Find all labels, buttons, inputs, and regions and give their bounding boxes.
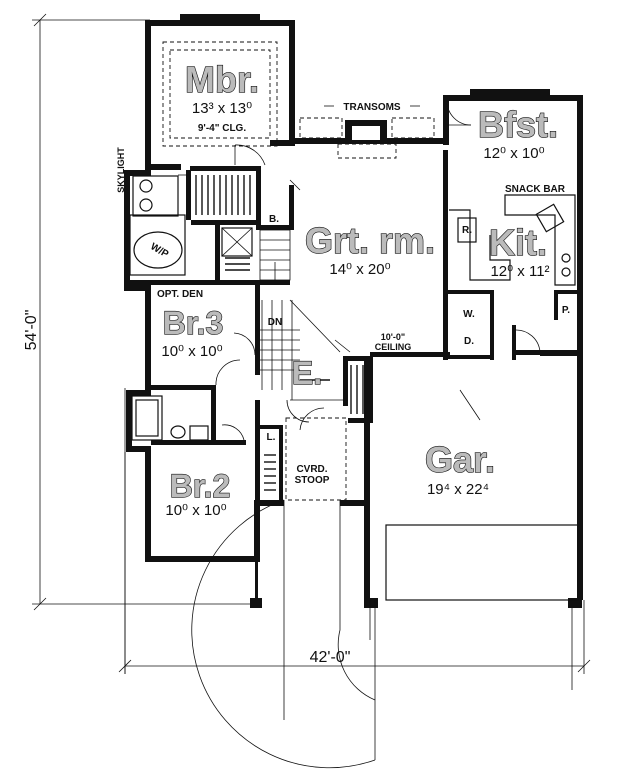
depth-dimension: 54'-0" [23, 13, 260, 611]
interior-walls [130, 140, 579, 505]
room-note-mbr: 9'-4" CLG. [198, 123, 246, 134]
annotations: TRANSOMS SNACK BAR SKYLIGHT W/P OPT. DEN… [116, 102, 570, 486]
wp-label: W/P [148, 241, 170, 260]
ceiling-height-label: 10'-0" [381, 332, 405, 342]
width-dimension-label: 42'-0" [310, 649, 351, 666]
doors [124, 100, 573, 769]
stoop-label-1: CVRD. [296, 464, 327, 475]
skylight-label: SKYLIGHT [116, 147, 126, 193]
room-name-entry: E. [292, 355, 322, 391]
d-label: D. [464, 336, 474, 347]
depth-dimension-label: 54'-0" [23, 310, 40, 351]
p-label: P. [562, 305, 570, 316]
room-size-kit: 12⁰ x 11² [490, 263, 549, 280]
room-name-gar: Gar. [425, 439, 495, 480]
master-ceiling-outline [162, 41, 278, 147]
snack-bar-label: SNACK BAR [505, 184, 566, 195]
transoms-label: TRANSOMS [343, 102, 401, 113]
room-size-br3: 10⁰ x 10⁰ [161, 343, 222, 360]
w-label: W. [463, 309, 475, 320]
ceiling-label: CEILING [375, 342, 412, 352]
room-name-bfst: Bfst. [478, 104, 558, 145]
room-name-br2: Br.2 [170, 468, 230, 504]
b-label: B. [269, 214, 279, 225]
exterior-walls [124, 14, 583, 608]
dn-label: DN [268, 317, 282, 328]
room-size-gar: 19⁴ x 22⁴ [427, 481, 489, 498]
room-size-mbr: 13³ x 13⁰ [192, 100, 252, 117]
room-name-grt: Grt. rm. [305, 220, 435, 261]
room-size-grt: 14⁰ x 20⁰ [329, 261, 390, 278]
room-labels: Mbr. 13³ x 13⁰ 9'-4" CLG. Bfst. 12⁰ x 10… [161, 58, 558, 519]
stoop-label-2: STOOP [295, 475, 330, 486]
room-size-bfst: 12⁰ x 10⁰ [483, 145, 544, 162]
room-name-mbr: Mbr. [185, 59, 259, 100]
opt-den-label: OPT. DEN [157, 289, 203, 300]
room-name-kit: Kit. [489, 222, 547, 263]
room-size-br2: 10⁰ x 10⁰ [165, 502, 226, 519]
l-label: L. [267, 432, 276, 443]
room-name-br3: Br.3 [163, 305, 223, 341]
fixtures [129, 41, 579, 601]
r-label: R. [462, 225, 472, 236]
